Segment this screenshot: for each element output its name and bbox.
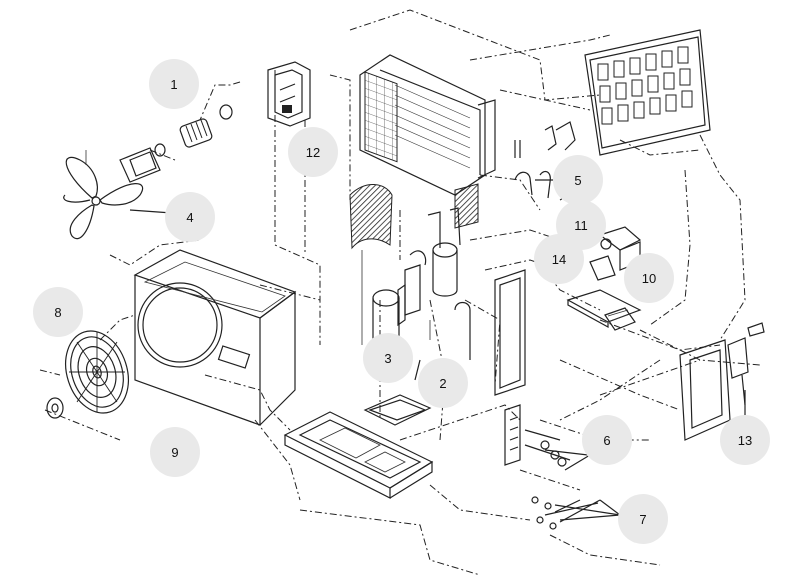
callout-10: 10: [624, 253, 674, 303]
callout-9: 9: [150, 427, 200, 477]
base-tray: [283, 411, 434, 499]
callout-label: 10: [641, 270, 657, 286]
callout-label: 5: [574, 172, 582, 188]
callout-label: 3: [384, 350, 392, 366]
callout-label: 7: [639, 511, 647, 527]
callout-label: 1: [170, 76, 178, 92]
callout-label: 2: [439, 375, 447, 391]
callout-6: 6: [582, 415, 632, 465]
motor-bracket: [267, 61, 311, 127]
rear-grille: [584, 29, 711, 156]
callout-label: 11: [574, 217, 588, 233]
callout-3: 3: [363, 333, 413, 383]
callout-12: 12: [288, 127, 338, 177]
fan-propeller: [63, 150, 144, 240]
side-panel: [454, 269, 526, 396]
callout-14: 14: [534, 234, 584, 284]
callout-label: 9: [171, 444, 179, 460]
callout-8: 8: [33, 287, 83, 337]
callout-label: 12: [305, 144, 321, 160]
callout-5: 5: [553, 155, 603, 205]
leader-lines: [129, 179, 746, 521]
outer-casing: [133, 249, 297, 426]
service-valves: [504, 404, 601, 530]
callout-1: 1: [149, 59, 199, 109]
fan-motor: [119, 104, 233, 183]
callout-13: 13: [720, 415, 770, 465]
callout-label: 6: [603, 432, 611, 448]
callout-label: 13: [737, 432, 753, 448]
callout-7: 7: [618, 494, 668, 544]
callout-2: 2: [418, 358, 468, 408]
control-box: [566, 226, 642, 331]
callout-label: 14: [551, 251, 567, 267]
callout-4: 4: [165, 192, 215, 242]
condenser-coil: [359, 54, 496, 196]
insulation-pads: [349, 183, 479, 250]
callout-label: 8: [54, 304, 62, 320]
callout-label: 4: [186, 209, 194, 225]
fan-grille: [46, 330, 129, 419]
